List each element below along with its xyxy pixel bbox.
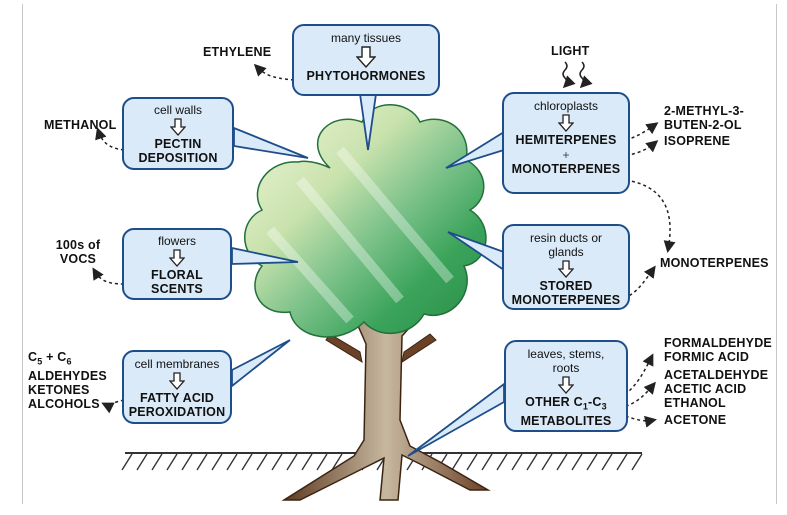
acetic-acid-label: ACETIC ACID <box>664 382 747 396</box>
monoterpenes-label: MONOTERPENES <box>511 162 621 176</box>
phytohormones-product: PHYTOHORMONES <box>306 69 426 83</box>
down-arrow-icon <box>169 372 185 390</box>
other-c1-c3-label: OTHER C1-C3 <box>506 395 626 414</box>
resin-product-line1: STORED <box>539 279 593 293</box>
acetaldehyde-label: ACETALDEHYDE <box>664 368 769 382</box>
down-arrow-icon <box>169 249 185 267</box>
c5-prefix: C <box>28 350 38 364</box>
light-label: LIGHT <box>551 44 590 58</box>
methylbutenol-line1: 2-METHYL-3- <box>664 104 744 118</box>
emission-arrows <box>92 63 676 428</box>
monoterpenes-emitted-label: MONOTERPENES <box>660 256 769 270</box>
metabolites-label: METABOLITES <box>520 413 612 428</box>
fatty-acid-product-line2: PEROXIDATION <box>128 405 226 419</box>
pectin-product-line2: DEPOSITION <box>138 151 218 165</box>
resin-source-line1: resin ducts or <box>529 231 603 245</box>
down-arrow-icon <box>558 260 574 278</box>
hemiterpenes-label: HEMITERPENES <box>515 133 617 147</box>
down-arrow-icon <box>170 118 186 136</box>
light-rays <box>562 61 593 89</box>
formaldehyde-label: FORMALDEHYDE <box>664 336 772 350</box>
isoprene-label: ISOPRENE <box>664 134 731 148</box>
pectin-product-line1: PECTIN <box>154 137 202 151</box>
plus-sign: + <box>562 148 570 162</box>
frame-right-line <box>776 4 777 504</box>
resin-product-line2: MONOTERPENES <box>511 293 621 307</box>
aldehydes-label: C5 + C6 ALDEHYDES KETONES ALCOHOLS <box>28 350 107 411</box>
methylbutenol-label: 2-METHYL-3- BUTEN-2-OL <box>664 104 744 132</box>
pectin-box: cell walls PECTIN DEPOSITION <box>122 97 234 170</box>
methanol-label: METHANOL <box>44 118 117 132</box>
ethylene-label: ETHYLENE <box>203 45 272 59</box>
aldehydes-line: ALDEHYDES <box>28 368 107 383</box>
phytohormones-box: many tissues PHYTOHORMONES <box>292 24 440 96</box>
plus-c: + C <box>42 350 67 364</box>
floral-scents-box: flowers FLORAL SCENTS <box>122 228 232 300</box>
leaves-stems-roots-box: leaves, stems, roots OTHER C1-C3 METABOL… <box>504 340 628 432</box>
c5-c6-line: C5 + C6 <box>28 350 107 369</box>
fatty-acid-box: cell membranes FATTY ACID PEROXIDATION <box>122 350 232 424</box>
vocs-line2: VOCS <box>59 252 97 266</box>
floral-product-line1: FLORAL <box>151 268 203 282</box>
chloroplasts-source: chloroplasts <box>533 99 599 113</box>
subscript-1: 1 <box>582 401 589 412</box>
subscript-6: 6 <box>66 356 72 367</box>
alcohols-line: ALCOHOLS <box>28 396 100 411</box>
methylbutenol-line2: BUTEN-2-OL <box>664 118 742 132</box>
other-c-prefix: OTHER C <box>525 395 583 409</box>
ethanol-label: ETHANOL <box>664 396 726 410</box>
subscript-5: 5 <box>37 356 43 367</box>
fatty-acid-product-line1: FATTY ACID <box>140 391 214 405</box>
pectin-source: cell walls <box>153 103 202 117</box>
chloroplasts-box: chloroplasts HEMITERPENES + MONOTERPENES <box>502 92 630 194</box>
vocs-label: 100s of VOCS <box>50 238 106 266</box>
down-arrow-icon <box>356 46 376 68</box>
leaves-source-line2: roots <box>552 361 580 375</box>
leaves-source-line1: leaves, stems, <box>527 347 605 361</box>
frame-left-line <box>22 4 23 504</box>
tree-canopy <box>244 104 487 338</box>
fatty-acid-source: cell membranes <box>134 357 220 371</box>
resin-source-line2: glands <box>548 245 584 259</box>
callout-pointers <box>231 93 505 457</box>
resin-ducts-box: resin ducts or glands STORED MONOTERPENE… <box>502 224 630 310</box>
acetone-label: ACETONE <box>664 413 727 427</box>
floral-source: flowers <box>157 234 196 248</box>
other-c-mid: -C <box>588 395 602 409</box>
subscript-3: 3 <box>601 401 607 412</box>
floral-product-line2: SCENTS <box>151 282 203 296</box>
phytohormones-source: many tissues <box>330 31 402 45</box>
ketones-line: KETONES <box>28 382 90 397</box>
down-arrow-icon <box>558 376 574 394</box>
formic-acid-label: FORMIC ACID <box>664 350 750 364</box>
down-arrow-icon <box>558 114 574 132</box>
vocs-line1: 100s of <box>55 238 101 252</box>
